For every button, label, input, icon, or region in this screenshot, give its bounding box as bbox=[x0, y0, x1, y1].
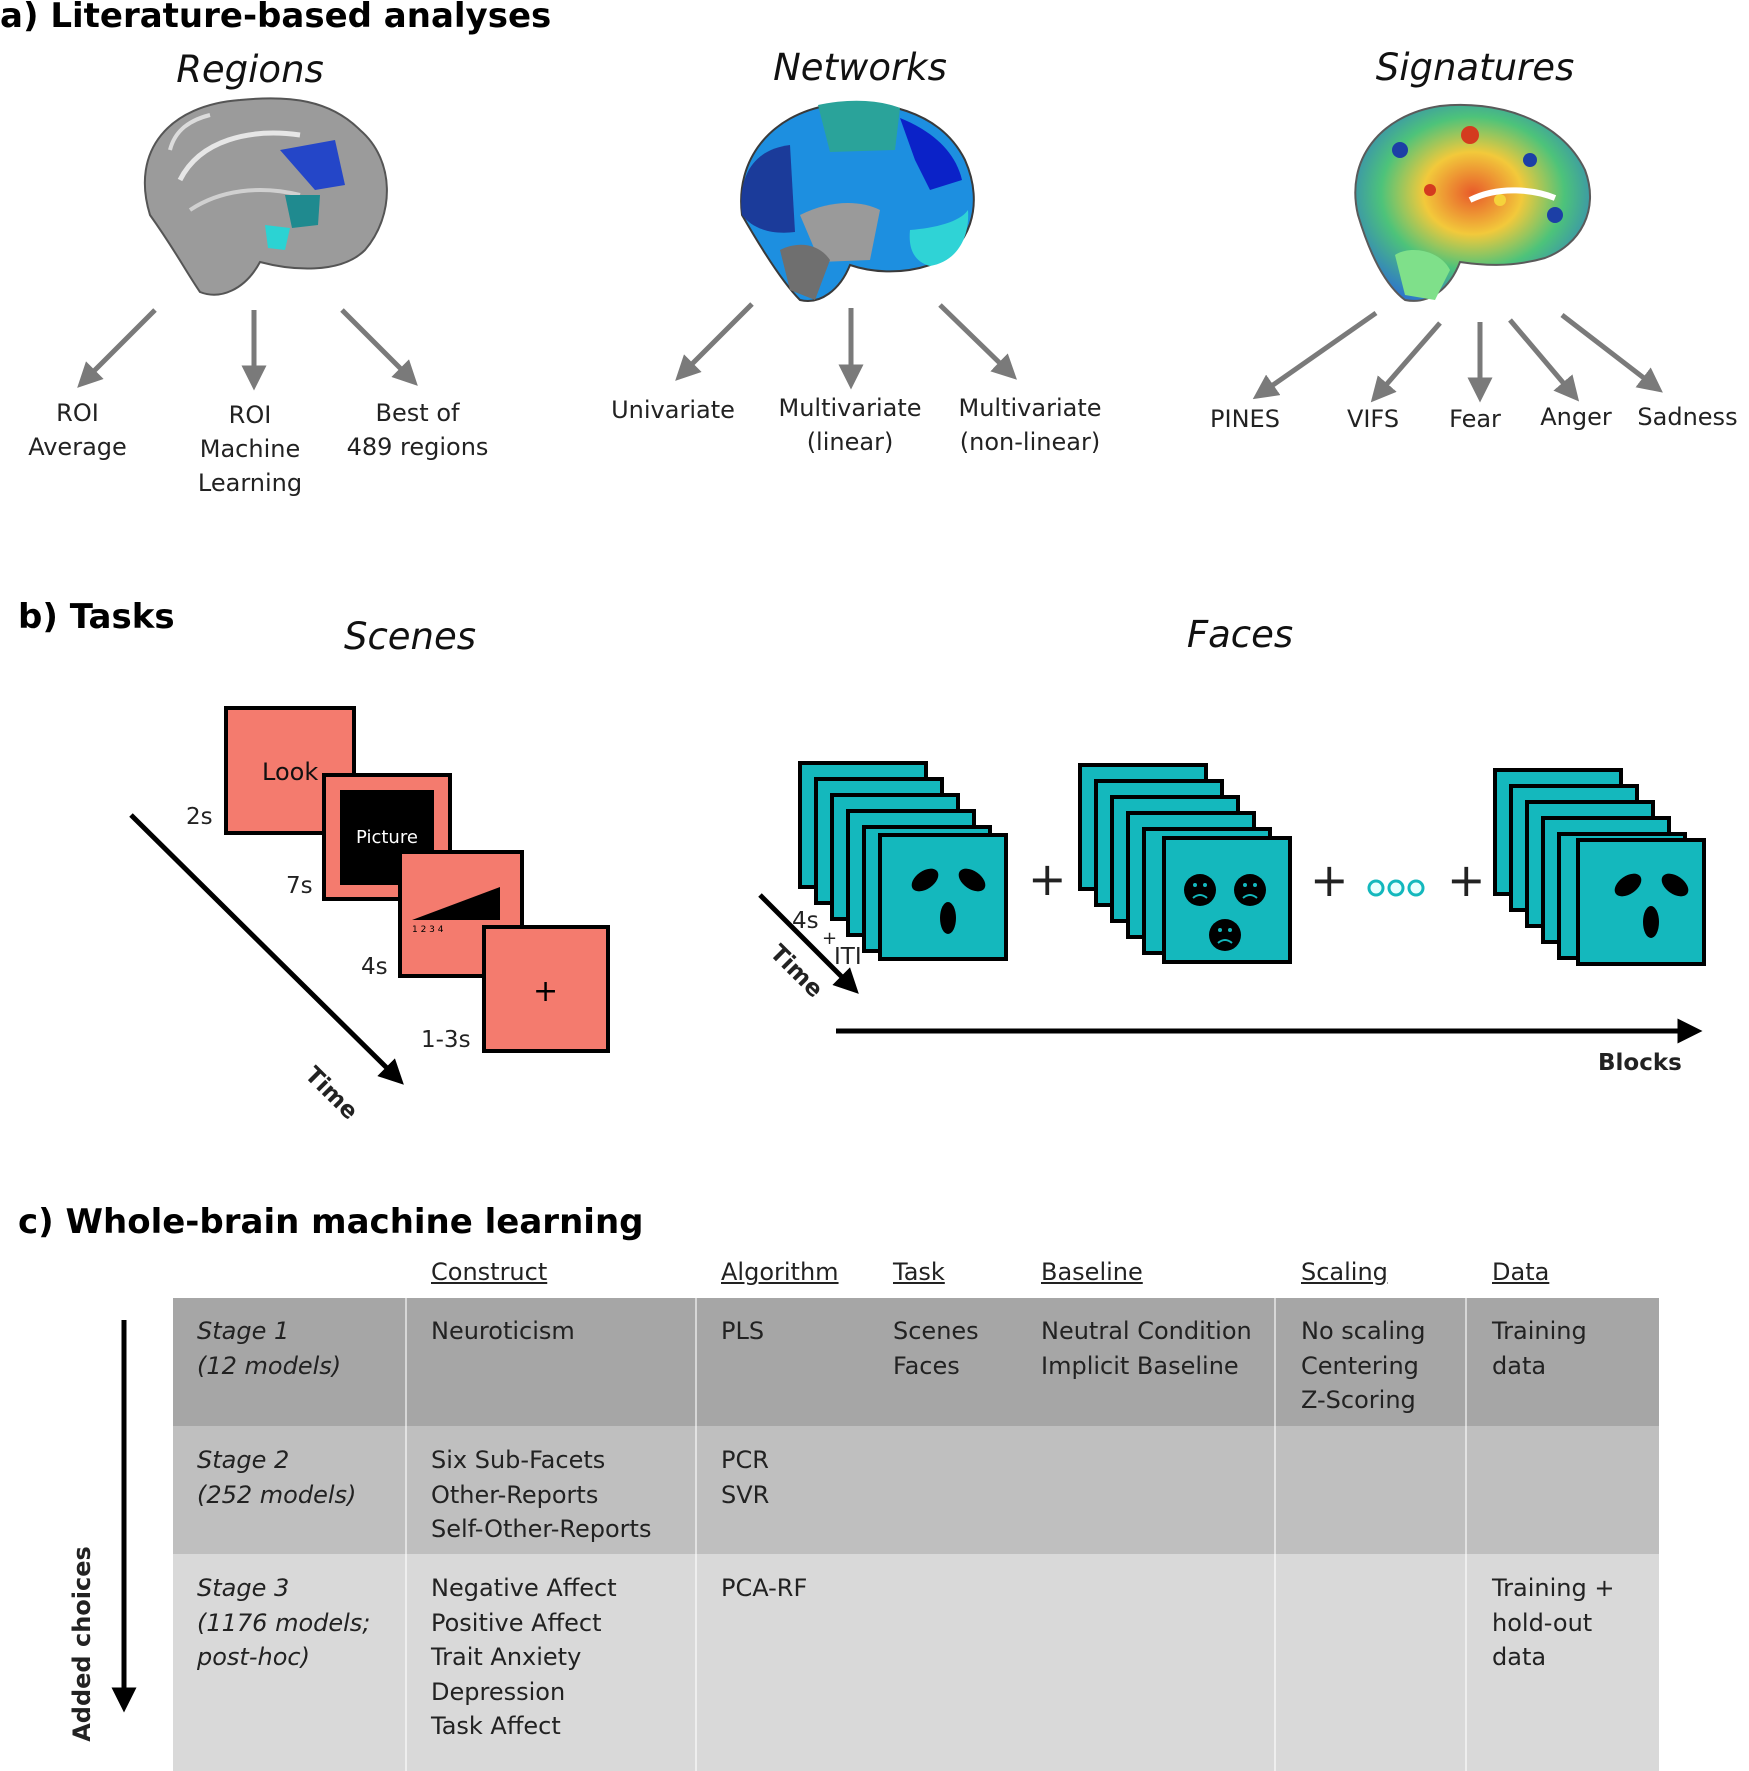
brain-signatures-image bbox=[1354, 103, 1591, 302]
stage-1-construct: Neuroticism bbox=[431, 1317, 575, 1345]
stage-1-task: Scenes Faces bbox=[893, 1317, 979, 1380]
column-divider bbox=[695, 1298, 697, 1771]
fear-face-card-2 bbox=[1576, 838, 1706, 966]
label-best-of-489: Best of 489 regions bbox=[346, 399, 489, 461]
look-label: Look bbox=[262, 758, 319, 786]
stage-2-algorithm: PCR SVR bbox=[721, 1446, 770, 1509]
faces-time-arrow bbox=[758, 893, 859, 994]
header-data: Data bbox=[1492, 1258, 1550, 1286]
stage-1-data: Training data bbox=[1492, 1317, 1587, 1380]
blocks-label: Blocks bbox=[1598, 1050, 1682, 1076]
column-divider bbox=[1465, 1298, 1467, 1771]
label-roi-average: ROI Average bbox=[28, 399, 127, 461]
panel-a-arrows bbox=[77, 302, 1663, 403]
header-construct: Construct bbox=[431, 1258, 548, 1286]
label-vifs: VIFS bbox=[1346, 405, 1400, 433]
added-choices-label: Added choices bbox=[68, 1546, 96, 1742]
brain-networks-image bbox=[740, 100, 975, 302]
label-multivariate-nonlinear: Multivariate (non-linear) bbox=[958, 394, 1102, 456]
fixation-cross: + bbox=[533, 974, 559, 1009]
iti-label: ITI bbox=[834, 944, 862, 970]
duration-7s: 7s bbox=[286, 873, 313, 899]
stage-3-algorithm: PCA-RF bbox=[721, 1574, 808, 1602]
panel-c-heading: c) Whole-brain machine learning bbox=[18, 1202, 644, 1242]
panel-b-heading: b) Tasks bbox=[18, 597, 175, 637]
stage-1-label: Stage 1 (12 models) bbox=[197, 1317, 342, 1380]
duration-1-3s: 1-3s bbox=[421, 1027, 471, 1053]
column-divider bbox=[1274, 1298, 1276, 1771]
faces-diagram bbox=[798, 761, 1706, 966]
stage-3-construct: Negative Affect Positive Affect Trait An… bbox=[431, 1574, 617, 1740]
label-multivariate-linear: Multivariate (linear) bbox=[778, 394, 922, 456]
table-row-stage-3 bbox=[173, 1554, 1659, 1771]
label-roi-machine-learning: ROI Machine Learning bbox=[197, 401, 303, 497]
brain-regions-image bbox=[143, 97, 388, 296]
panel-a-heading: a) Literature-based analyses bbox=[0, 0, 552, 36]
scenes-diagram bbox=[129, 706, 610, 1085]
header-scaling: Scaling bbox=[1301, 1258, 1388, 1286]
plus-sign-1: + bbox=[1028, 852, 1067, 906]
stage-2-construct: Six Sub-Facets Other-Reports Self-Other-… bbox=[431, 1446, 652, 1543]
stage-1-scaling: No scaling Centering Z-Scoring bbox=[1301, 1317, 1426, 1414]
fear-face-card-1 bbox=[878, 833, 1008, 961]
picture-label: Picture bbox=[356, 827, 418, 848]
stage-1-algorithm: PLS bbox=[721, 1317, 765, 1345]
signatures-title: Signatures bbox=[1375, 46, 1575, 89]
stage-3-label: Stage 3 (1176 models; post-hoc) bbox=[197, 1574, 371, 1671]
duration-4s: 4s bbox=[361, 954, 388, 980]
iti-plus: + bbox=[822, 928, 838, 949]
plus-sign-3: + bbox=[1447, 853, 1486, 907]
column-divider bbox=[405, 1298, 407, 1771]
stage-1-baseline: Neutral Condition Implicit Baseline bbox=[1041, 1317, 1252, 1380]
networks-title: Networks bbox=[773, 46, 947, 89]
table-row-stage-2 bbox=[173, 1426, 1659, 1554]
header-algorithm: Algorithm bbox=[721, 1258, 839, 1286]
rating-scale-label: 1 2 3 4 bbox=[412, 925, 444, 935]
plus-sign-2: + bbox=[1310, 853, 1349, 907]
ellipsis-dots bbox=[1367, 879, 1425, 897]
fixation-screen bbox=[482, 925, 610, 1053]
label-fear: Fear bbox=[1449, 405, 1501, 433]
faces-title: Faces bbox=[1186, 613, 1294, 656]
label-pines: PINES bbox=[1210, 405, 1280, 433]
faces-duration-4s: 4s bbox=[792, 908, 819, 934]
regions-title: Regions bbox=[176, 48, 324, 91]
face-glyphs bbox=[911, 868, 1689, 951]
label-sadness: Sadness bbox=[1637, 403, 1738, 431]
duration-2s: 2s bbox=[186, 804, 213, 830]
stage-2-label: Stage 2 (252 models) bbox=[197, 1446, 357, 1509]
scenes-title: Scenes bbox=[343, 615, 477, 658]
label-anger: Anger bbox=[1540, 403, 1612, 431]
table-row-stage-1 bbox=[173, 1298, 1659, 1426]
header-baseline: Baseline bbox=[1041, 1258, 1143, 1286]
scenes-time-arrow bbox=[129, 813, 404, 1085]
label-univariate: Univariate bbox=[611, 396, 735, 424]
stage-3-data: Training + hold-out data bbox=[1492, 1574, 1615, 1671]
header-task: Task bbox=[893, 1258, 945, 1286]
